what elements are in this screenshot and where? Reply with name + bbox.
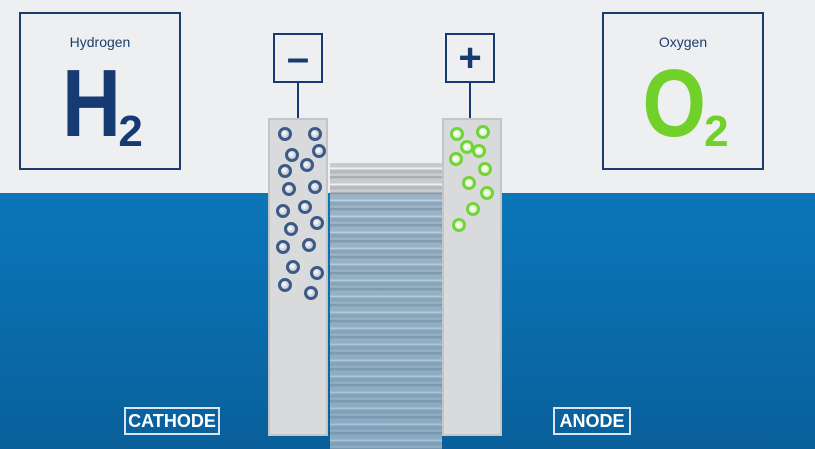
hydrogen-bubble [278, 164, 292, 178]
hydrogen-name: Hydrogen [69, 34, 131, 50]
membrane [330, 163, 442, 449]
hydrogen-bubble [298, 200, 312, 214]
hydrogen-bubble [310, 216, 324, 230]
oxygen-bubble [452, 218, 466, 232]
oxygen-bubble [478, 162, 492, 176]
hydrogen-bubble [308, 180, 322, 194]
oxygen-bubble [472, 144, 486, 158]
negative-wire [297, 83, 299, 120]
oxygen-bubble [476, 125, 490, 139]
oxygen-bubble [466, 202, 480, 216]
oxygen-bubble [480, 186, 494, 200]
oxygen-subscript: 2 [704, 107, 729, 156]
cathode-label: CATHODE [124, 407, 220, 435]
hydrogen-bubble [286, 260, 300, 274]
negative-terminal: – [273, 33, 323, 83]
oxygen-bubble [450, 127, 464, 141]
oxygen-symbol: O [642, 50, 706, 157]
positive-terminal: + [445, 33, 495, 83]
hydrogen-bubble [276, 240, 290, 254]
oxygen-bubble [449, 152, 463, 166]
hydrogen-bubble [304, 286, 318, 300]
cathode-electrode [268, 118, 328, 436]
hydrogen-bubble [278, 278, 292, 292]
hydrogen-bubble [308, 127, 322, 141]
hydrogen-bubble [312, 144, 326, 158]
anode-electrode [442, 118, 502, 436]
hydrogen-bubble [278, 127, 292, 141]
oxygen-bubble [462, 176, 476, 190]
hydrogen-bubble [282, 182, 296, 196]
hydrogen-bubble [302, 238, 316, 252]
hydrogen-bubble [285, 148, 299, 162]
hydrogen-symbol: H [62, 50, 121, 157]
hydrogen-bubble [310, 266, 324, 280]
oxygen-name: Oxygen [658, 34, 708, 50]
hydrogen-bubble [300, 158, 314, 172]
hydrogen-bubble [276, 204, 290, 218]
hydrogen-bubble [284, 222, 298, 236]
hydrogen-subscript: 2 [118, 107, 143, 156]
anode-label: ANODE [553, 407, 631, 435]
positive-wire [469, 83, 471, 120]
